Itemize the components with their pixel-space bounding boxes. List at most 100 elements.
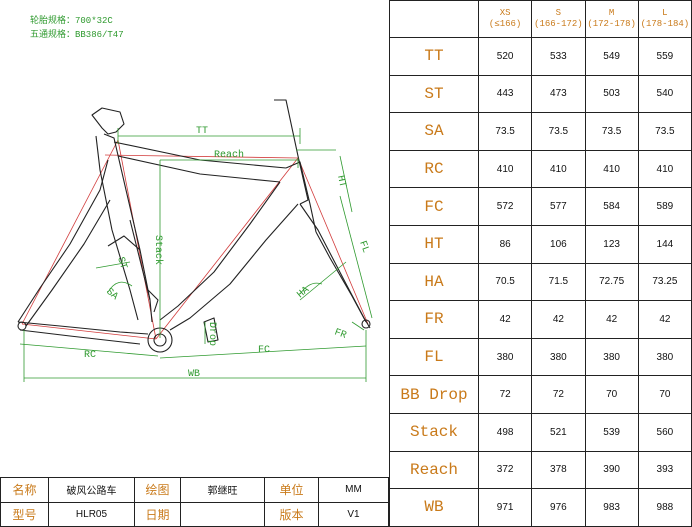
size-header-s: S(166-172) xyxy=(531,0,586,38)
value-cell: 42 xyxy=(477,300,533,339)
row-label: ST xyxy=(389,74,479,114)
row-label: RC xyxy=(389,149,479,189)
value-cell: 410 xyxy=(637,149,692,189)
size-name: S xyxy=(555,8,562,18)
dim-label-stack: Stack xyxy=(152,235,164,265)
frame-centerlines xyxy=(21,139,369,340)
title-key-model: 型号 xyxy=(0,501,49,527)
value-cell: 106 xyxy=(531,224,586,264)
title-key-unit: 单位 xyxy=(264,477,319,503)
value-cell: 498 xyxy=(477,412,533,452)
table-row: FR 42 42 42 42 xyxy=(389,300,692,339)
value-cell: 540 xyxy=(637,74,692,114)
tire-spec-note: 轮胎规格：700*32C xyxy=(30,16,113,26)
value-cell: 983 xyxy=(584,488,639,527)
value-cell: 380 xyxy=(584,337,639,377)
title-value-model: HLR05 xyxy=(48,501,135,527)
value-cell: 72 xyxy=(477,375,533,414)
value-cell: 380 xyxy=(477,337,533,377)
geometry-corner-cell xyxy=(389,0,479,38)
title-value-name: 破风公路车 xyxy=(48,477,135,503)
size-header-m: M(172-178) xyxy=(584,0,639,38)
dim-label-ha: HA xyxy=(296,285,312,301)
dim-label-tt: TT xyxy=(196,126,208,137)
row-label: SA xyxy=(389,112,479,151)
title-key-version: 版本 xyxy=(264,501,319,527)
size-range: (≤166) xyxy=(488,19,522,29)
value-cell: 144 xyxy=(637,224,692,264)
size-header-l: L(178-184) xyxy=(637,0,692,38)
dim-label-ht: HT xyxy=(334,175,347,189)
title-block-row: 型号 HLR05 日期 版本 V1 xyxy=(0,501,389,527)
value-cell: 70 xyxy=(584,375,639,414)
value-cell: 473 xyxy=(531,74,586,114)
value-cell: 584 xyxy=(584,187,639,226)
table-row: FC 572 577 584 589 xyxy=(389,187,692,226)
value-cell: 71.5 xyxy=(531,262,586,302)
geometry-table: XS(≤166) S(166-172) M(172-178) L(178-184… xyxy=(389,0,692,527)
size-range: (166-172) xyxy=(534,19,583,29)
title-value-version: V1 xyxy=(318,501,389,527)
value-cell: 380 xyxy=(637,337,692,377)
value-cell: 443 xyxy=(477,74,533,114)
row-label: FR xyxy=(389,300,479,339)
value-cell: 73.5 xyxy=(637,112,692,151)
dim-label-reach: Reach xyxy=(214,149,244,161)
geometry-header-row: XS(≤166) S(166-172) M(172-178) L(178-184… xyxy=(389,0,692,38)
table-row: BB Drop 72 72 70 70 xyxy=(389,375,692,414)
value-cell: 123 xyxy=(584,224,639,264)
size-name: XS xyxy=(499,8,511,18)
table-row: RC 410 410 410 410 xyxy=(389,149,692,189)
row-label: Reach xyxy=(389,450,479,490)
table-row: FL 380 380 380 380 xyxy=(389,337,692,377)
title-value-date xyxy=(180,501,265,527)
title-value-drawer: 郭继旺 xyxy=(180,477,265,503)
size-header-xs: XS(≤166) xyxy=(477,0,533,38)
row-label: Stack xyxy=(389,412,479,452)
row-label: FL xyxy=(389,337,479,377)
value-cell: 976 xyxy=(531,488,586,527)
dim-label-rc: RC xyxy=(84,350,96,361)
title-value-unit: MM xyxy=(318,477,389,503)
table-row: TT 520 533 549 559 xyxy=(389,37,692,76)
value-cell: 72.75 xyxy=(584,262,639,302)
value-cell: 70.5 xyxy=(477,262,533,302)
value-cell: 73.5 xyxy=(477,112,533,151)
value-cell: 393 xyxy=(637,450,692,490)
value-cell: 503 xyxy=(584,74,639,114)
size-name: M xyxy=(608,8,615,18)
value-cell: 380 xyxy=(531,337,586,377)
dim-label-fr: FR xyxy=(333,327,348,341)
value-cell: 589 xyxy=(637,187,692,226)
value-cell: 521 xyxy=(531,412,586,452)
dimension-lines xyxy=(19,128,373,382)
value-cell: 410 xyxy=(477,149,533,189)
row-label: FC xyxy=(389,187,479,226)
value-cell: 533 xyxy=(531,37,586,76)
size-range: (178-184) xyxy=(640,19,690,29)
row-label: TT xyxy=(389,37,479,76)
value-cell: 73.25 xyxy=(637,262,692,302)
row-label: BB Drop xyxy=(389,375,479,414)
value-cell: 572 xyxy=(477,187,533,226)
value-cell: 73.5 xyxy=(531,112,586,151)
value-cell: 410 xyxy=(531,149,586,189)
row-label: HT xyxy=(389,224,479,264)
dim-label-fc: FC xyxy=(258,345,270,356)
value-cell: 539 xyxy=(584,412,639,452)
value-cell: 42 xyxy=(637,300,692,339)
value-cell: 988 xyxy=(637,488,692,527)
value-cell: 86 xyxy=(477,224,533,264)
table-row: HA 70.5 71.5 72.75 73.25 xyxy=(389,262,692,302)
dim-label-drop: Drop xyxy=(206,322,217,346)
value-cell: 372 xyxy=(477,450,533,490)
dim-label-sa: SA xyxy=(103,287,119,303)
spec-notes: 轮胎规格：700*32C 五通规格：BB386/T47 xyxy=(30,14,124,42)
dim-label-wb: WB xyxy=(188,369,200,380)
value-cell: 72 xyxy=(531,375,586,414)
frame-outline xyxy=(17,99,371,353)
row-label: HA xyxy=(389,262,479,302)
title-block: 名称 破风公路车 绘图 郭继旺 单位 MM 型号 HLR05 日期 版本 V1 xyxy=(0,477,389,527)
title-key-name: 名称 xyxy=(0,477,49,503)
